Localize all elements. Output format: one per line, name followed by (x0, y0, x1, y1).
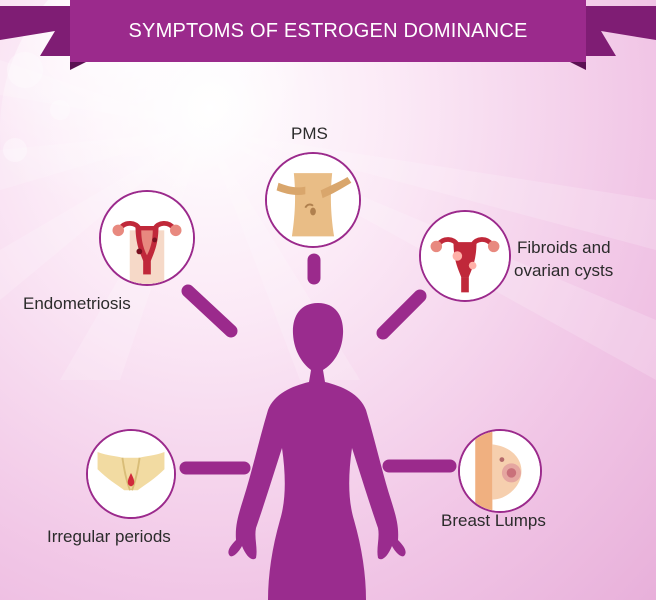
uterus-icon (101, 192, 193, 284)
pelvis-drop-icon (88, 431, 174, 517)
breast-lumps-label: Breast Lumps (441, 511, 546, 530)
pms-label: PMS (291, 124, 328, 143)
endometriosis-label: Endometriosis (23, 294, 131, 313)
page-title: SYMPTOMS OF ESTROGEN DOMINANCE (128, 20, 528, 42)
irregular-periods-icon-circle (86, 429, 176, 519)
fibroids-label-line-2: ovarian cysts (514, 261, 614, 280)
fibroids-icon-circle (419, 210, 511, 302)
pms-icon-circle (265, 152, 361, 248)
connector-endometriosis (181, 284, 238, 338)
breast-icon (460, 431, 540, 511)
irregular-periods-label: Irregular periods (47, 527, 171, 546)
uterus-fibroid-icon (421, 212, 509, 300)
abdomen-cramp-icon (267, 154, 359, 246)
title-banner (0, 0, 656, 70)
endometriosis-icon-circle (99, 190, 195, 286)
fibroids-label-line-1: Fibroids and (517, 238, 611, 257)
connector-fibroids (376, 289, 427, 340)
breast-lumps-icon-circle (458, 429, 542, 513)
